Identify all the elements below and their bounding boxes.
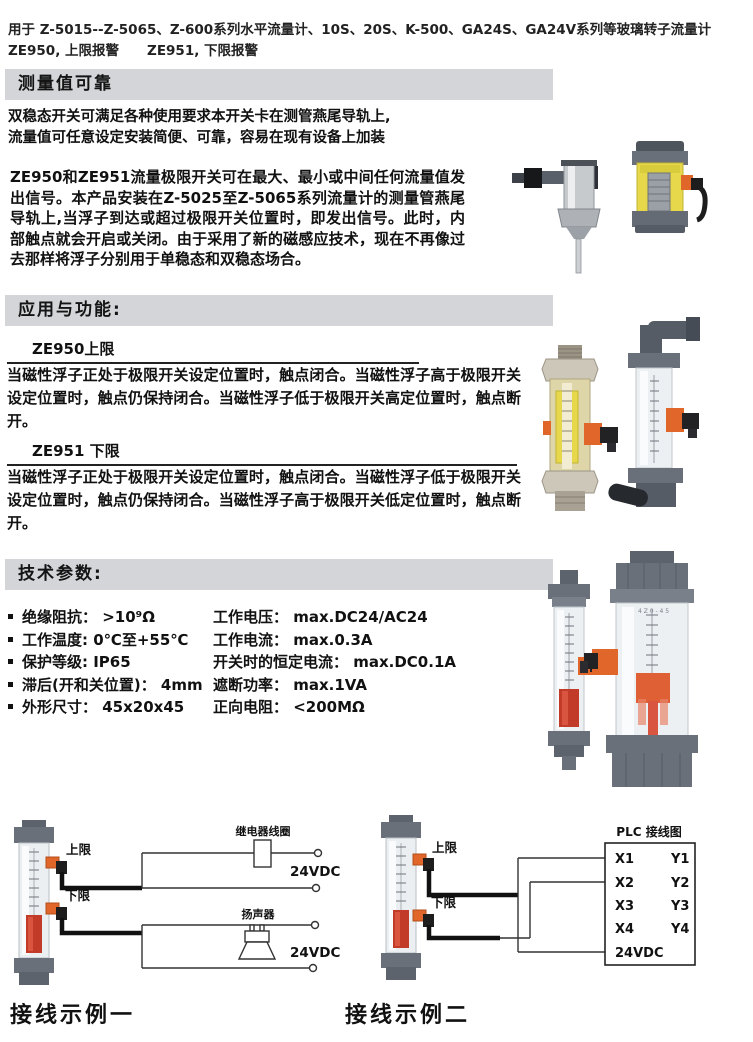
plc-input: X4 bbox=[615, 922, 634, 937]
plc-power: 24VDC bbox=[615, 946, 663, 961]
section-title: 技术参数: bbox=[18, 564, 103, 584]
speaker-pin bbox=[259, 924, 265, 932]
wiring2-caption: 接线示例二 bbox=[345, 1003, 471, 1028]
spec-item: 工作电流： max.0.3A bbox=[213, 630, 373, 649]
spec-item: 外形尺寸： 45x20x45 bbox=[22, 698, 185, 717]
spec-item: 工作电压： max.DC24/AC24 bbox=[213, 608, 428, 626]
plc-box bbox=[604, 842, 696, 966]
section-header-application: 应用与功能: bbox=[5, 295, 553, 326]
relay-label: 继电器线圈 bbox=[236, 824, 291, 838]
plc-wiring bbox=[500, 857, 605, 953]
specs-right-column: 工作电压： max.DC24/AC24 工作电流： max.0.3A 开关时的恒… bbox=[213, 606, 456, 719]
wiring-diagram-1: 上限 下限 继电器线圈 24VDC 扬声 bbox=[14, 820, 340, 985]
reliability-paragraph: ZE950和ZE951流量极限开关可在最大、最小或中间任何流量值发出信号。本产品… bbox=[10, 168, 465, 268]
lower-limit-label: 下限 bbox=[431, 895, 457, 910]
relay-voltage: 24VDC bbox=[290, 864, 340, 880]
spec-item: 绝缘阻抗： >10⁹Ω bbox=[22, 608, 155, 626]
spec-item: 开关时的恒定电流： max.DC0.1A bbox=[213, 653, 456, 672]
flowmeter-illustration bbox=[381, 815, 434, 980]
terminal bbox=[311, 883, 321, 893]
spec-row: 滞后(开和关位置)： 4mm bbox=[8, 674, 203, 697]
lower-cable bbox=[59, 918, 142, 936]
bullet-square-icon bbox=[8, 681, 13, 687]
speaker-pin bbox=[249, 924, 255, 932]
section-title: 测量值可靠 bbox=[18, 74, 113, 94]
upper-limit-label: 上限 bbox=[66, 842, 92, 857]
plc-output: Y1 bbox=[670, 852, 689, 867]
spec-item: 保护等级: IP65 bbox=[22, 653, 131, 672]
product-photo-yellow-flowmeter bbox=[632, 141, 708, 233]
plc-terminals: X1 X2 X3 X4 Y1 Y2 Y3 Y4 24VDC bbox=[615, 852, 689, 961]
terminal bbox=[308, 963, 318, 973]
plc-output: Y2 bbox=[670, 876, 689, 891]
spec-row: 绝缘阻抗： >10⁹Ω bbox=[8, 606, 203, 629]
section-title: 应用与功能: bbox=[18, 300, 122, 320]
plc-output: Y4 bbox=[670, 922, 689, 937]
section-header-reliability: 测量值可靠 bbox=[5, 69, 553, 100]
spec-item: 遮断功率： max.1VA bbox=[213, 675, 367, 694]
bold-line-2: 流量值可任意设定安装简便、可靠，容易在现有设备上加装 bbox=[8, 130, 385, 146]
lower-limit-label: 下限 bbox=[65, 888, 91, 903]
svg-text:4 Z 0 - 4 5: 4 Z 0 - 4 5 bbox=[638, 608, 669, 615]
spec-row: 保护等级: IP65 bbox=[8, 651, 203, 674]
spec-row: 工作电压： max.DC24/AC24 bbox=[213, 606, 456, 629]
spec-row: 遮断功率： max.1VA bbox=[213, 674, 456, 697]
bold-line-1: 双稳态开关可满足各种使用要求本开关卡在测管燕尾导轨上, bbox=[8, 109, 391, 125]
upper-limit-label: 上限 bbox=[432, 840, 458, 855]
ze951-subheading: ZE951 下限 bbox=[7, 440, 517, 466]
bullet-square-icon bbox=[8, 636, 13, 642]
upper-cable bbox=[426, 869, 518, 898]
product-photo-large-plastic-flowmeter: 4 Z 0 - 4 5 bbox=[580, 551, 698, 787]
plc-title: PLC 接线图 bbox=[616, 824, 681, 839]
spec-row: 外形尺寸： 45x20x45 bbox=[8, 696, 203, 719]
bullet-square-icon bbox=[8, 614, 13, 619]
spec-item: 正向电阻： <200MΩ bbox=[213, 698, 365, 717]
speaker-circuit bbox=[141, 920, 320, 973]
ze950-subheading: ZE950上限 bbox=[7, 338, 419, 364]
speaker-label: 扬声器 bbox=[242, 907, 276, 921]
section-header-specs: 技术参数: bbox=[5, 559, 553, 590]
bullet-square-icon bbox=[8, 659, 13, 665]
speaker-horn-symbol bbox=[237, 941, 277, 960]
reliability-bold-paragraph: 双稳态开关可满足各种使用要求本开关卡在测管燕尾导轨上, 流量值可任意设定安装简便… bbox=[8, 107, 391, 149]
spec-row: 正向电阻： <200MΩ bbox=[213, 696, 456, 719]
plc-input: X2 bbox=[615, 876, 634, 891]
terminal bbox=[310, 920, 320, 930]
product-photo-limit-switch-sensor bbox=[512, 160, 601, 274]
wiring1-caption: 接线示例一 bbox=[10, 1003, 136, 1028]
plc-input: X3 bbox=[615, 899, 634, 914]
product-photo-brass-flowmeter bbox=[541, 345, 618, 511]
spec-item: 工作温度: 0℃至+55℃ bbox=[22, 630, 189, 649]
lower-cable bbox=[426, 925, 500, 941]
ze950-body: 当磁性浮子正处于极限开关设定位置时，触点闭合。当磁性浮子高于极限开关设定位置时，… bbox=[7, 366, 521, 430]
upper-cable bbox=[59, 872, 142, 891]
product-photos: 4 Z 0 - 4 5 bbox=[512, 141, 708, 787]
bullet-square-icon bbox=[8, 704, 13, 710]
relay-coil-symbol bbox=[253, 839, 272, 868]
speaker-voltage: 24VDC bbox=[290, 945, 340, 961]
spec-row: 开关时的恒定电流： max.DC0.1A bbox=[213, 651, 456, 674]
intro-text: 用于 Z-5015--Z-5065、Z-600系列水平流量计、10S、20S、K… bbox=[8, 20, 711, 62]
intro-ze951: ZE951, 下限报警 bbox=[147, 43, 259, 59]
product-photo-elbow-flowmeter bbox=[608, 317, 700, 507]
spec-item: 滞后(开和关位置)： 4mm bbox=[22, 675, 203, 694]
intro-line2: ZE950, 上限报警 ZE951, 下限报警 bbox=[8, 41, 711, 62]
plc-output: Y3 bbox=[670, 899, 689, 914]
plc-input: X1 bbox=[615, 852, 634, 867]
intro-ze950: ZE950, 上限报警 bbox=[8, 43, 120, 59]
specs-left-column: 绝缘阻抗： >10⁹Ω 工作温度: 0℃至+55℃ 保护等级: IP65 滞后(… bbox=[8, 606, 203, 719]
terminal bbox=[313, 848, 323, 858]
speaker-body-symbol bbox=[244, 930, 270, 943]
spec-row: 工作电流： max.0.3A bbox=[213, 629, 456, 652]
spec-row: 工作温度: 0℃至+55℃ bbox=[8, 629, 203, 652]
flowmeter-illustration bbox=[14, 820, 67, 985]
ze951-body: 当磁性浮子正处于极限开关设定位置时，触点闭合。当磁性浮子低于极限开关设定位置时，… bbox=[7, 468, 521, 532]
wiring-diagram-2: 上限 下限 PLC 接线图 X1 X2 X3 X4 Y1 Y2 Y3 Y4 24… bbox=[381, 815, 696, 980]
relay-circuit bbox=[141, 839, 323, 893]
intro-line1: 用于 Z-5015--Z-5065、Z-600系列水平流量计、10S、20S、K… bbox=[8, 22, 712, 38]
